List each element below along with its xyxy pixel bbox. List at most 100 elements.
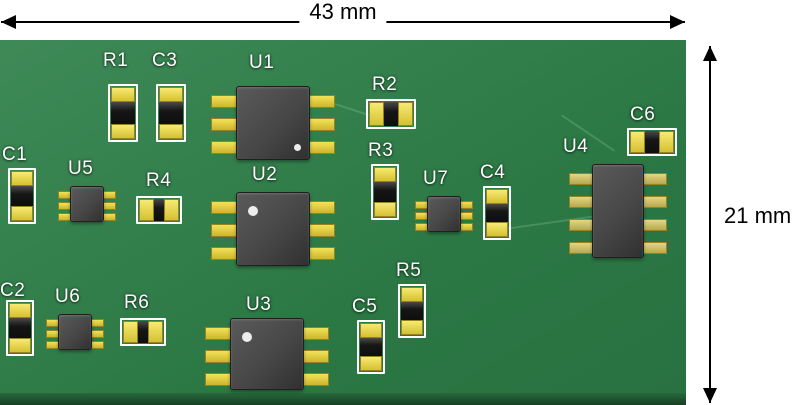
ic-pin [643,173,667,185]
component-u1 [211,86,335,160]
ic-pin [211,247,237,260]
component-body [159,102,183,124]
solder-pad [159,87,183,102]
ic-pin [309,118,335,131]
component-r3 [371,164,399,220]
solder-pad [398,102,413,126]
solder-pad [111,87,135,102]
component-c3 [156,84,186,142]
ref-label-r5: R5 [396,260,422,281]
component-r2 [366,99,416,129]
component-body [111,102,135,124]
ic-pin [103,202,116,210]
solder-pad [11,206,33,221]
ref-label-u5: U5 [68,158,94,179]
component-body [401,302,423,320]
ref-label-r6: R6 [124,292,150,313]
ref-label-u1: U1 [249,52,275,73]
solder-pad [401,320,423,335]
ref-label-u3: U3 [246,294,272,315]
ic-pin [211,141,237,154]
solder-pad [9,303,31,318]
component-u2 [211,192,335,266]
ic-pin [460,223,473,231]
ic-body [230,318,304,390]
solder-pad [111,124,135,139]
ic-pin [309,201,335,214]
ic-pin [643,219,667,231]
component-body [486,204,508,222]
height-dimension-label: 21 mm [724,203,792,228]
ref-label-c5: C5 [352,296,378,317]
arrow-left-icon [1,15,16,29]
component-u4 [569,164,667,258]
ic-body [592,164,644,258]
ref-label-c3: C3 [152,50,178,71]
ic-pin [211,118,237,131]
component-r4 [136,196,182,224]
component-body [384,102,398,126]
component-u7 [415,196,473,232]
ic-pin [303,350,329,363]
ref-label-c4: C4 [480,162,506,183]
ic-pin [309,224,335,237]
ref-label-u2: U2 [252,164,278,185]
board-bottom-edge [0,393,686,405]
ic-pin [91,330,104,338]
ic-pin [460,212,473,220]
ic-pin [91,319,104,327]
solder-pad [369,102,384,126]
component-c1 [8,168,36,224]
ic-pin [569,173,593,185]
ic-pin [303,373,329,386]
ic-pin [309,247,335,260]
solder-pad [11,171,33,186]
ref-label-u7: U7 [423,168,449,189]
ic-pin [205,327,231,340]
solder-pad [486,189,508,204]
ic-pin [643,242,667,254]
ref-label-u4: U4 [563,136,589,157]
ic-pin [460,201,473,209]
solder-pad [148,321,163,343]
solder-pad [486,222,508,237]
height-dimension-line [703,46,717,403]
component-body [154,199,164,221]
arrow-right-icon [670,15,685,29]
solder-pad [374,202,396,217]
ic-pin [309,95,335,108]
solder-pad [659,131,674,153]
ic-pin [569,219,593,231]
ic-pin [211,201,237,214]
ic-pin [569,242,593,254]
ic-pin [303,327,329,340]
pin1-dot [242,332,252,342]
ref-label-c2: C2 [0,280,26,301]
ic-pin [205,373,231,386]
component-c4 [483,186,511,240]
component-body [11,186,33,206]
solder-pad [139,199,154,221]
ic-pin [103,191,116,199]
component-body [360,338,382,356]
ic-body [70,186,104,222]
solder-pad [159,124,183,139]
solder-pad [164,199,179,221]
component-body [645,131,659,153]
ic-pin [91,341,104,349]
ref-label-r1: R1 [103,50,129,71]
ic-pin [211,95,237,108]
ref-label-u6: U6 [55,286,81,307]
solder-pad [630,131,645,153]
component-c5 [357,320,385,374]
ic-pin [211,224,237,237]
solder-pad [123,321,138,343]
ic-pin [205,350,231,363]
solder-pad [9,338,31,353]
component-body [374,182,396,202]
component-r1 [108,84,138,142]
solder-pad [401,287,423,302]
ic-pin [309,141,335,154]
solder-pad [360,323,382,338]
